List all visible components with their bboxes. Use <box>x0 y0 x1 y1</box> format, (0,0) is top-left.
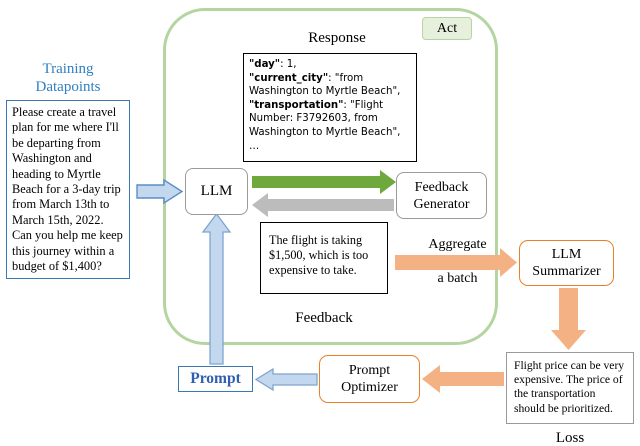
aggregate-label-line1: Aggregate <box>428 237 487 252</box>
feedback-label: Feedback <box>295 310 353 326</box>
response-box: "day": 1, "current_city": "from Washingt… <box>243 53 417 162</box>
response-key-day-text: "day" <box>249 59 281 70</box>
act-loop-boundary <box>163 8 498 345</box>
feedback-generator-box: Feedback Generator <box>396 172 487 219</box>
prompt-optimizer-box: Prompt Optimizer <box>319 355 420 403</box>
arrow-prompt-optimizer-to-prompt <box>254 367 318 392</box>
response-val-day: : 1, <box>280 59 297 70</box>
feedback-generator-line1: Feedback <box>414 179 469 195</box>
arrow-loss-to-prompt-optimizer <box>422 365 504 393</box>
llm-summarizer-line1: LLM <box>551 247 582 262</box>
response-key-transportation: "transportation": "Flight Number: F37926… <box>249 100 400 138</box>
act-badge: Act <box>422 17 472 40</box>
response-ellipsis: … <box>249 140 260 152</box>
feedback-box: The flight is taking $1,500, which is to… <box>260 222 388 294</box>
llm-summarizer-box: LLM Summarizer <box>519 240 614 286</box>
llm-summarizer-line2: Summarizer <box>532 264 601 279</box>
feedback-generator-line2: Generator <box>413 196 470 212</box>
training-datapoints-label-line1: Training <box>42 61 94 77</box>
aggregate-label-line2: a batch <box>437 271 478 286</box>
response-key-day: "day": 1, <box>249 59 297 70</box>
training-datapoints-label: Training Datapoints <box>8 60 128 96</box>
response-key-current-city: "current_city": "from Washington to Myrt… <box>249 73 400 98</box>
response-key-current-city-text: "current_city" <box>249 72 329 84</box>
response-label: Response <box>308 30 366 46</box>
prompt-box: Prompt <box>178 366 253 392</box>
response-key-transportation-text: "transportation" <box>249 99 344 111</box>
response-val-transportation: : "Flight Number: F3792603, from Washing… <box>249 99 401 138</box>
prompt-optimizer-line1: Prompt <box>348 363 391 378</box>
llm-box: LLM <box>185 168 248 215</box>
training-datapoints-label-line2: Datapoints <box>35 79 101 95</box>
training-datapoint-box: Please create a travel plan for me where… <box>6 100 130 279</box>
response-val-current-city: : "from Washington to Myrtle Beach", <box>249 72 401 98</box>
prompt-optimizer-line2: Optimizer <box>341 380 398 395</box>
loss-box: Flight price can be very expensive. The … <box>506 352 634 424</box>
loss-label: Loss <box>555 430 585 446</box>
arrow-summarizer-to-loss <box>551 288 586 350</box>
